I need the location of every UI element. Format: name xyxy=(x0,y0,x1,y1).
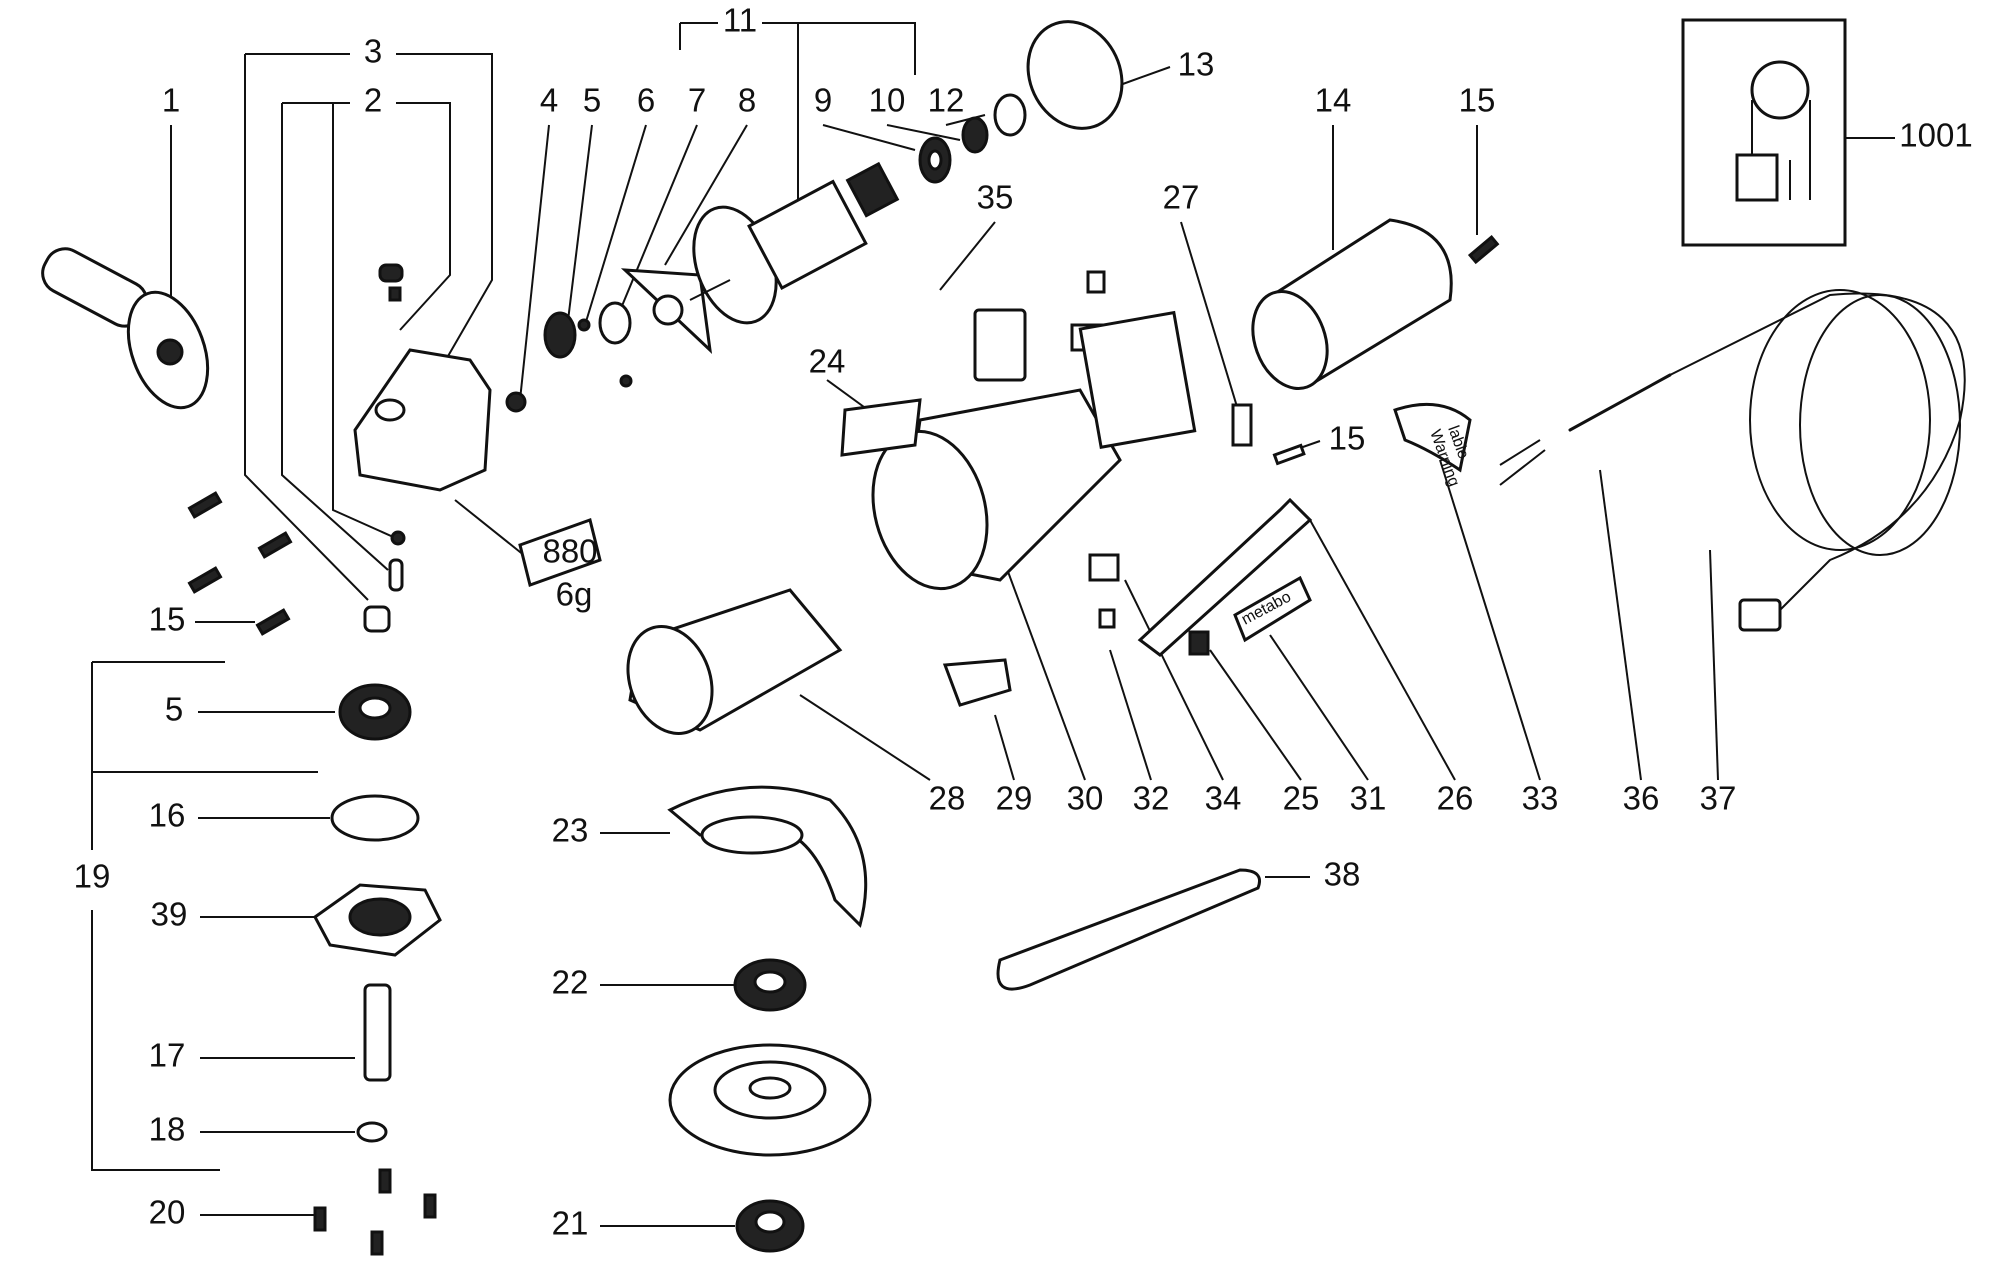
part-number-label: 36 xyxy=(1623,780,1660,817)
part-grease-tube: 880 6g xyxy=(518,518,602,613)
part-number-label: 6 xyxy=(637,82,655,119)
part-number-label: 17 xyxy=(149,1037,186,1074)
leader-lines xyxy=(91,22,1895,1227)
part-number-label: 32 xyxy=(1133,780,1170,817)
part-terminal-diagram xyxy=(1681,18,1847,247)
part-number-label: 18 xyxy=(149,1111,186,1148)
part-number-label: 5 xyxy=(583,82,601,119)
part-wheel-guard xyxy=(667,785,868,928)
part-number-label: 33 xyxy=(1522,780,1559,817)
part-number-label: 16 xyxy=(149,797,186,834)
part-number-label: 24 xyxy=(809,343,846,380)
part-number-label: 5 xyxy=(165,691,183,728)
part-number-label: 20 xyxy=(149,1194,186,1231)
part-number-label: 1 xyxy=(162,82,180,119)
part-number-label: 35 xyxy=(977,179,1014,216)
small-parts xyxy=(363,263,713,633)
part-number-label: 21 xyxy=(552,1205,589,1242)
part-number-label: 34 xyxy=(1205,780,1242,817)
part-number-label: 4 xyxy=(540,82,558,119)
part-spanner-wrench xyxy=(996,868,1261,991)
part-screws xyxy=(187,235,1500,1256)
part-number-label: 39 xyxy=(151,896,188,933)
part-bearings xyxy=(918,93,1027,184)
part-number-label: 12 xyxy=(928,82,965,119)
part-number-label: 11 xyxy=(723,2,757,39)
part-number-label: 15 xyxy=(1329,420,1366,457)
part-number-label: 27 xyxy=(1163,179,1200,216)
part-number-label: 38 xyxy=(1324,856,1361,893)
part-number-label: 28 xyxy=(929,780,966,817)
part-number-label: 14 xyxy=(1315,82,1352,119)
part-cable xyxy=(1499,289,1966,632)
part-rear-cover xyxy=(1251,218,1453,390)
part-stator xyxy=(626,588,843,735)
grease-amount: 6g xyxy=(556,576,593,613)
part-number-label: 9 xyxy=(814,82,832,119)
part-armature xyxy=(689,161,900,325)
part-number-label: 23 xyxy=(552,812,589,849)
part-flanges-and-disc xyxy=(668,958,872,1253)
part-number-label: 31 xyxy=(1350,780,1387,817)
part-number-label: 15 xyxy=(149,601,186,638)
part-number-label: 2 xyxy=(364,82,382,119)
part-number-label: 29 xyxy=(996,780,1033,817)
part-number-label: 25 xyxy=(1283,780,1320,817)
grease-code: 880 xyxy=(542,533,597,570)
part-number-label: 7 xyxy=(688,82,706,119)
part-number-label: 26 xyxy=(1437,780,1474,817)
part-number-label: 10 xyxy=(869,82,906,119)
part-number-label: 37 xyxy=(1700,780,1737,817)
part-number-label: 1001 xyxy=(1899,117,1972,154)
part-number-label: 3 xyxy=(364,33,382,70)
part-number-label: 15 xyxy=(1459,82,1496,119)
part-number-label: 13 xyxy=(1178,46,1215,83)
part-gear-assembly xyxy=(313,683,442,1143)
part-side-handle xyxy=(41,247,210,410)
part-number-label: 19 xyxy=(74,858,111,895)
part-number-label: 8 xyxy=(738,82,756,119)
part-gear-head-housing xyxy=(353,348,492,492)
part-bearing-cover xyxy=(1026,20,1124,130)
part-number-label: 30 xyxy=(1067,780,1104,817)
part-number-label: 22 xyxy=(552,964,589,1001)
